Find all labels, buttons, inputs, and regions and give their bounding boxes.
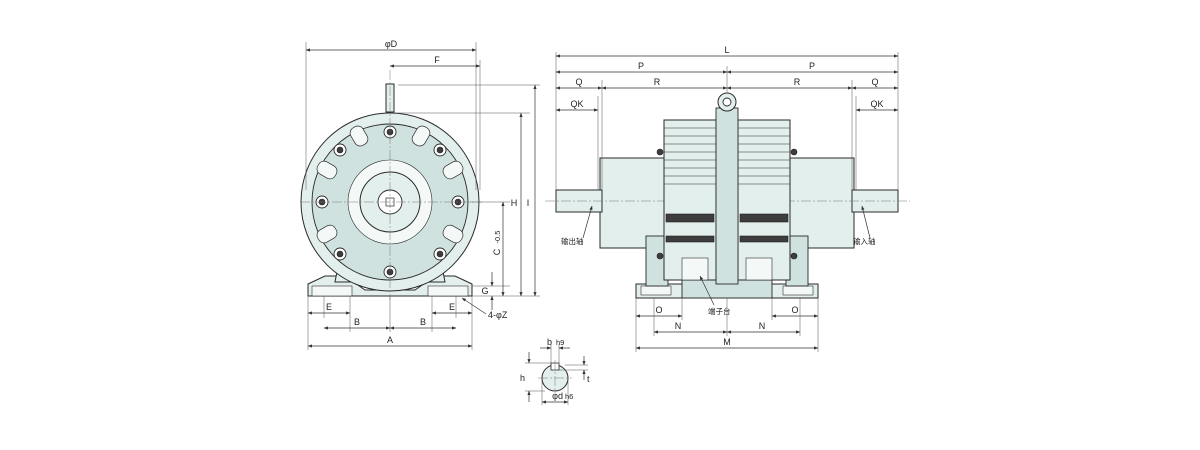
front-dim-E-right: E — [449, 302, 455, 312]
front-dim-F: F — [434, 55, 440, 65]
front-dim-B-left: B — [354, 317, 360, 327]
key-dim-d-tolerance: h6 — [565, 392, 573, 401]
key-dim-b: b — [547, 337, 552, 347]
front-dim-holes: 4-φZ — [488, 310, 508, 320]
key-dim-t: t — [587, 374, 590, 384]
front-dim-E-left: E — [326, 302, 332, 312]
side-dim-R-right: R — [794, 77, 801, 87]
side-dim-Q-right: Q — [871, 77, 878, 87]
front-dim-G: G — [481, 286, 488, 296]
side-dim-L: L — [724, 45, 729, 55]
side-view: L P P Q R R Q QK QK 输出轴 输入轴 端子台 — [545, 45, 910, 352]
terminal-block-label: 端子台 — [708, 306, 731, 316]
side-dim-O-right: O — [791, 305, 798, 315]
key-dim-b-tolerance: h9 — [556, 338, 564, 347]
side-dim-O-left: O — [655, 305, 662, 315]
front-dim-I: I — [527, 198, 530, 208]
key-dim-h: h — [520, 373, 525, 383]
input-shaft-label: 输入轴 — [853, 236, 876, 246]
front-dim-H: H — [511, 198, 518, 208]
side-dim-QK-right: QK — [870, 99, 883, 109]
side-dim-QK-left: QK — [570, 99, 583, 109]
output-shaft-label: 输出轴 — [561, 236, 584, 246]
front-view: φD F H I C -0.5 G E — [300, 39, 540, 350]
front-dim-A: A — [387, 335, 393, 345]
side-dim-P-left: P — [638, 61, 644, 71]
front-dim-C: C — [492, 248, 502, 255]
key-dim-d: φd — [552, 391, 563, 401]
key-detail: b h9 h t φd h6 — [520, 337, 590, 405]
side-dim-R-left: R — [654, 77, 661, 87]
coil-fins — [664, 127, 790, 185]
front-dim-phiD: φD — [385, 39, 398, 49]
side-dim-N-right: N — [759, 321, 766, 331]
side-dim-P-right: P — [809, 61, 815, 71]
side-dim-M: M — [723, 337, 731, 347]
side-dim-N-left: N — [675, 321, 682, 331]
side-dim-Q-left: Q — [575, 77, 582, 87]
front-dim-B-right: B — [420, 317, 426, 327]
front-dim-C-tolerance: -0.5 — [493, 231, 502, 244]
